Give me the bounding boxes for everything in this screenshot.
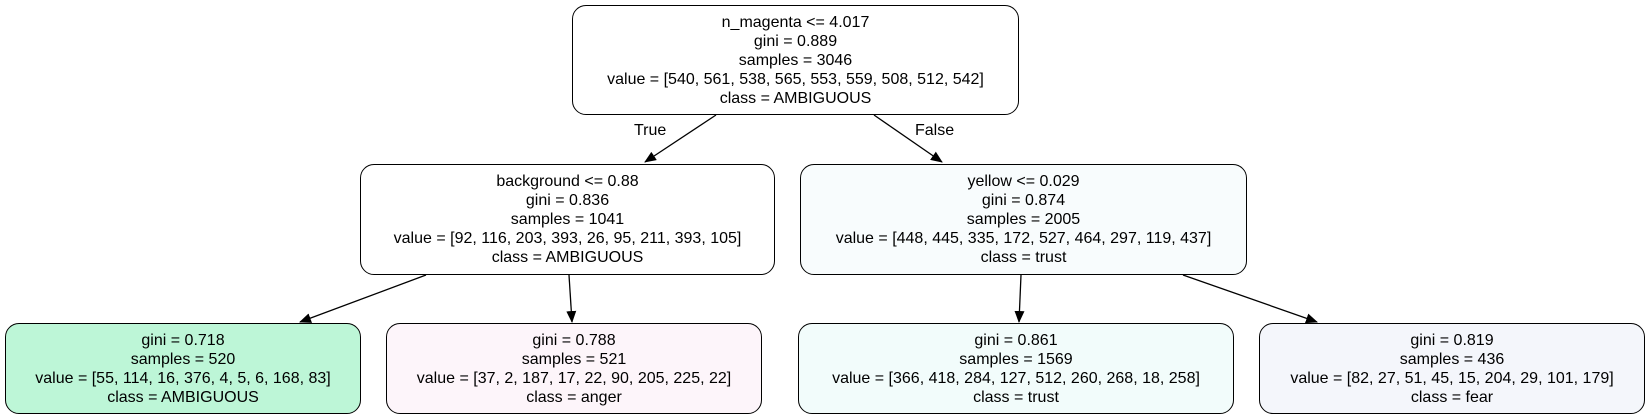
- node-gini: gini = 0.819: [1410, 331, 1494, 349]
- node-class: class = fear: [1410, 388, 1494, 406]
- node-value: value = [82, 27, 51, 45, 15, 204, 29, 10…: [1290, 369, 1614, 387]
- node-class: class = trust: [980, 249, 1067, 266]
- node-split: n_magenta <= 4.017: [721, 13, 870, 31]
- edge-label-false: False: [915, 122, 955, 139]
- node-samples: samples = 2005: [966, 211, 1081, 228]
- node-value: value = [55, 114, 16, 376, 4, 5, 6, 168,…: [35, 369, 331, 387]
- node-value: value = [448, 445, 335, 172, 527, 464, 2…: [835, 230, 1212, 247]
- node-gini: gini = 0.788: [532, 331, 616, 349]
- node-samples: samples = 1041: [510, 211, 625, 228]
- node-gini: gini = 0.836: [525, 192, 610, 209]
- edge-root-left: [644, 114, 717, 163]
- node-class: class = AMBIGUOUS: [719, 89, 872, 107]
- tree-node-root: n_magenta <= 4.017 gini = 0.889 samples …: [572, 5, 1019, 115]
- node-value: value = [540, 561, 538, 565, 553, 559, 5…: [607, 70, 984, 88]
- node-class: class = anger: [526, 388, 622, 406]
- tree-node-left: background <= 0.88 gini = 0.836 samples …: [360, 164, 775, 275]
- node-gini: gini = 0.889: [753, 32, 838, 50]
- edge-left-leaf2: [566, 274, 577, 323]
- node-samples: samples = 436: [1399, 350, 1505, 368]
- node-split: yellow <= 0.029: [967, 173, 1080, 190]
- node-value: value = [366, 418, 284, 127, 512, 260, 2…: [832, 369, 1200, 387]
- node-split: background <= 0.88: [496, 173, 639, 190]
- edge-right-leaf4: [1182, 274, 1318, 324]
- node-samples: samples = 3046: [738, 51, 853, 69]
- node-gini: gini = 0.874: [981, 192, 1066, 209]
- node-class: class = AMBIGUOUS: [491, 249, 644, 266]
- tree-leaf-2: gini = 0.788 samples = 521 value = [37, …: [386, 323, 762, 414]
- node-gini: gini = 0.861: [974, 331, 1058, 349]
- node-value: value = [92, 116, 203, 393, 26, 95, 211,…: [393, 230, 742, 247]
- node-value: value = [37, 2, 187, 17, 22, 90, 205, 22…: [416, 369, 732, 387]
- edge-label-true: True: [634, 122, 667, 139]
- node-samples: samples = 1569: [959, 350, 1073, 368]
- tree-node-right: yellow <= 0.029 gini = 0.874 samples = 2…: [800, 164, 1247, 275]
- edge-right-leaf3: [1014, 274, 1025, 323]
- tree-leaf-3: gini = 0.861 samples = 1569 value = [366…: [798, 323, 1234, 414]
- node-samples: samples = 521: [521, 350, 627, 368]
- edge-left-leaf1: [299, 274, 427, 323]
- node-class: class = AMBIGUOUS: [107, 388, 259, 406]
- tree-leaf-4: gini = 0.819 samples = 436 value = [82, …: [1259, 323, 1645, 414]
- node-samples: samples = 520: [130, 350, 236, 368]
- tree-leaf-1: gini = 0.718 samples = 520 value = [55, …: [5, 323, 361, 414]
- node-class: class = trust: [973, 388, 1059, 406]
- node-gini: gini = 0.718: [141, 331, 225, 349]
- edge-root-right: [873, 114, 943, 163]
